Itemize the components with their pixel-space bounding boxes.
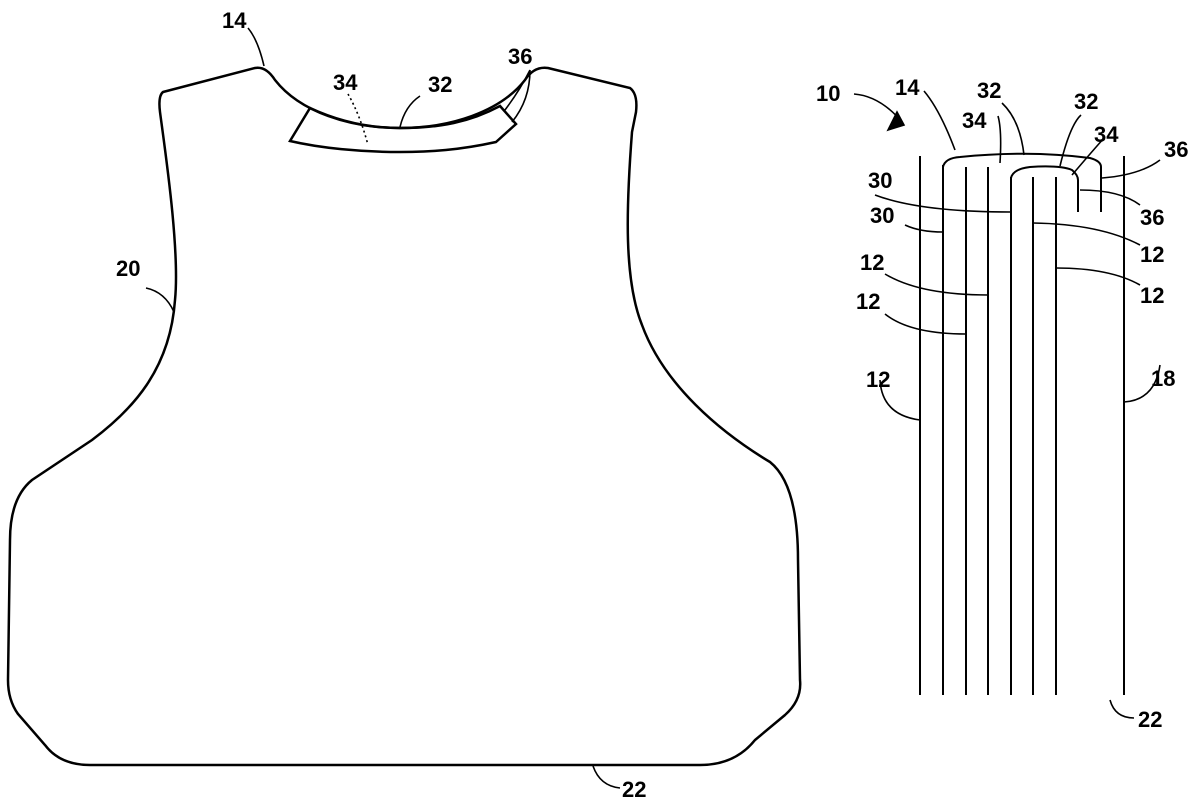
label-14-section: 14	[895, 75, 920, 100]
section-view: 10 14 32 32 34 34 36 36 30 30 12 12 12 1…	[816, 75, 1188, 732]
label-12-left-b: 12	[856, 289, 880, 314]
leader-22-front	[592, 765, 621, 789]
label-18: 18	[1151, 366, 1175, 391]
label-14-front: 14	[222, 8, 247, 33]
vest-front-view: 14 34 32 36 20 22	[6, 8, 802, 802]
label-20: 20	[116, 256, 140, 281]
section-leaders	[853, 90, 1161, 719]
label-30-a: 30	[868, 168, 892, 193]
leader-14	[247, 27, 265, 67]
label-12-left-a: 12	[860, 250, 884, 275]
vest-outline	[6, 66, 802, 767]
collar-insert	[288, 104, 518, 154]
label-32-front: 32	[428, 72, 452, 97]
label-36-a: 36	[1164, 137, 1188, 162]
label-10: 10	[816, 81, 840, 106]
label-34-front: 34	[333, 70, 358, 95]
leader-32	[399, 95, 421, 128]
leader-34	[347, 93, 369, 146]
label-22-front: 22	[622, 777, 646, 802]
label-34-inner: 34	[1094, 122, 1119, 147]
label-22-section: 22	[1138, 707, 1162, 732]
layer-lines	[919, 152, 1125, 695]
leader-36	[504, 69, 531, 123]
label-32-inner: 32	[1074, 89, 1098, 114]
label-30-b: 30	[870, 203, 894, 228]
label-12-left-c: 12	[866, 367, 890, 392]
label-32-outer: 32	[977, 78, 1001, 103]
leader-20	[145, 287, 175, 313]
label-12-right-a: 12	[1140, 242, 1164, 267]
label-12-right-b: 12	[1140, 283, 1164, 308]
label-36-front: 36	[508, 44, 532, 69]
label-36-b: 36	[1140, 205, 1164, 230]
label-34-outer: 34	[962, 108, 987, 133]
